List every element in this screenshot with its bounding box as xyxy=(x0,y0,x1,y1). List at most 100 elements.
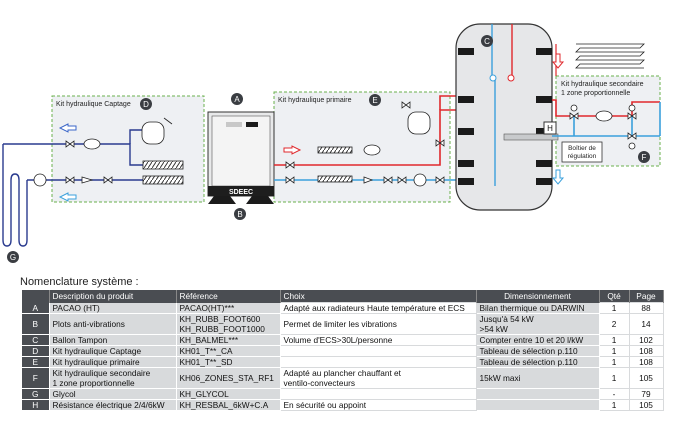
header-reference: Référence xyxy=(176,290,281,303)
hydraulic-diagram: Kit hydraulique Captage Kit hydraulique … xyxy=(2,23,661,263)
control-box xyxy=(561,141,603,163)
marker-d: D xyxy=(140,98,152,110)
row-reference-line: KH_RUBB_FOOT1000 xyxy=(179,324,265,334)
row-qte: 1 xyxy=(598,367,630,389)
row-reference-line: KH01_T**_SD xyxy=(179,357,233,367)
row-description: Plots anti-vibrations xyxy=(49,313,177,335)
row-reference-line: KH01_T**_CA xyxy=(179,346,233,356)
primaire-components xyxy=(285,101,445,187)
row-qte: 2 xyxy=(598,313,630,335)
row-letter: G xyxy=(22,388,50,400)
svg-text:B: B xyxy=(237,210,242,219)
header-letter xyxy=(22,290,50,303)
row-dimensionnement-line: >54 kW xyxy=(479,324,508,334)
kit-secondaire-label-2: 1 zone proportionnelle xyxy=(561,90,630,97)
row-reference-line: KH_RUBB_FOOT600 xyxy=(179,314,261,324)
row-description: Glycol xyxy=(49,388,177,400)
header-choix: Choix xyxy=(280,290,477,303)
svg-text:C: C xyxy=(484,37,490,46)
row-reference: KH_RESBAL_6kW+C.A xyxy=(176,399,281,411)
row-choix: Adapté aux radiateurs Haute température … xyxy=(279,302,477,314)
marker-f: F xyxy=(638,151,650,163)
row-choix: Volume d'ECS>30L/personne xyxy=(279,334,477,346)
row-reference: PACAO(HT)*** xyxy=(176,302,281,314)
row-dimensionnement: Bilan thermique ou DARWIN xyxy=(476,302,600,314)
row-dimensionnement: Tableau de sélection p.110 xyxy=(476,345,600,357)
buffer-tank xyxy=(455,23,559,211)
row-qte: 1 xyxy=(598,302,630,314)
row-page: 105 xyxy=(628,399,664,411)
marker-e: E xyxy=(369,94,381,106)
svg-text:F: F xyxy=(642,153,647,162)
row-choix xyxy=(279,345,477,357)
header-page: Page xyxy=(629,290,664,303)
row-page: 102 xyxy=(628,334,664,346)
anti-vibration-pads xyxy=(208,196,274,204)
header-dimensionnement: Dimensionnement xyxy=(476,290,600,303)
row-reference: KH01_T**_CA xyxy=(176,345,281,357)
row-choix: Permet de limiter les vibrations xyxy=(279,313,477,335)
row-reference: KH01_T**_SD xyxy=(176,356,281,368)
hot-outflow-arrow xyxy=(551,53,565,69)
row-dimensionnement-line: 15kW maxi xyxy=(479,373,521,383)
svg-text:H: H xyxy=(547,124,553,133)
nomenclature-table: Description du produit Référence Choix D… xyxy=(22,290,664,411)
row-description-line: PACAO (HT) xyxy=(52,302,100,313)
cold-return-arrow xyxy=(551,169,565,185)
row-dimensionnement-line: Tableau de sélection p.110 xyxy=(479,357,578,367)
captage-arrows xyxy=(58,123,77,202)
row-description: PACAO (HT) xyxy=(49,302,177,314)
ground-loop xyxy=(2,143,56,247)
row-qte: 1 xyxy=(598,356,630,368)
row-page: 14 xyxy=(628,313,664,335)
row-qte: - xyxy=(598,388,630,400)
row-description: Kit hydraulique Captage xyxy=(49,345,177,357)
svg-text:E: E xyxy=(372,96,377,105)
row-reference: KH_GLYCOL xyxy=(176,388,281,400)
row-reference-line: PACAO(HT)*** xyxy=(179,302,235,313)
header-qte: Qté xyxy=(599,290,630,303)
row-reference: KH06_ZONES_STA_RF1 xyxy=(176,367,281,389)
marker-c: C xyxy=(481,35,493,47)
nomenclature-title: Nomenclature système : xyxy=(20,276,139,288)
row-description: Kit hydraulique primaire xyxy=(49,356,177,368)
row-description-line: Ballon Tampon xyxy=(52,335,108,345)
kit-primaire-label: Kit hydraulique primaire xyxy=(278,97,352,104)
row-description-line: Plots anti-vibrations xyxy=(52,319,125,329)
row-choix: En sécurité ou appoint xyxy=(279,399,477,411)
row-letter: A xyxy=(22,302,50,314)
row-qte: 1 xyxy=(598,399,630,411)
row-description-line: Résistance électrique 2/4/6kW xyxy=(52,400,165,410)
row-dimensionnement: Compter entre 10 et 20 l/kW xyxy=(476,334,600,346)
marker-g: G xyxy=(7,251,19,263)
row-dimensionnement xyxy=(476,388,600,400)
primaire-arrow xyxy=(283,145,302,155)
svg-text:G: G xyxy=(10,253,16,262)
row-dimensionnement xyxy=(476,399,600,411)
row-choix xyxy=(279,388,477,400)
row-dimensionnement: Tableau de sélection p.110 xyxy=(476,356,600,368)
row-dimensionnement-line: Compter entre 10 et 20 l/kW xyxy=(479,335,584,345)
row-letter: C xyxy=(22,334,50,346)
row-dimensionnement-line: Jusqu'à 54 kW xyxy=(479,314,534,324)
marker-b: B xyxy=(234,208,246,220)
marker-h: H xyxy=(543,121,557,135)
secondaire-pipes xyxy=(552,99,661,137)
row-letter: E xyxy=(22,356,50,368)
zone-kit-captage xyxy=(51,95,205,203)
row-description-line: Kit hydraulique secondaire xyxy=(52,368,151,378)
row-page: 79 xyxy=(628,388,664,400)
kit-secondaire-label-1: Kit hydraulique secondaire xyxy=(561,81,644,88)
row-choix-line: En sécurité ou appoint xyxy=(283,400,367,410)
pump-icon xyxy=(33,173,47,187)
row-reference-line: KH_GLYCOL xyxy=(179,389,229,399)
row-qte: 1 xyxy=(598,345,630,357)
row-description-line: 1 zone proportionnelle xyxy=(52,378,135,388)
row-choix-line: Volume d'ECS>30L/personne xyxy=(283,335,393,345)
row-choix-line: ventilo-convecteurs xyxy=(283,378,355,388)
